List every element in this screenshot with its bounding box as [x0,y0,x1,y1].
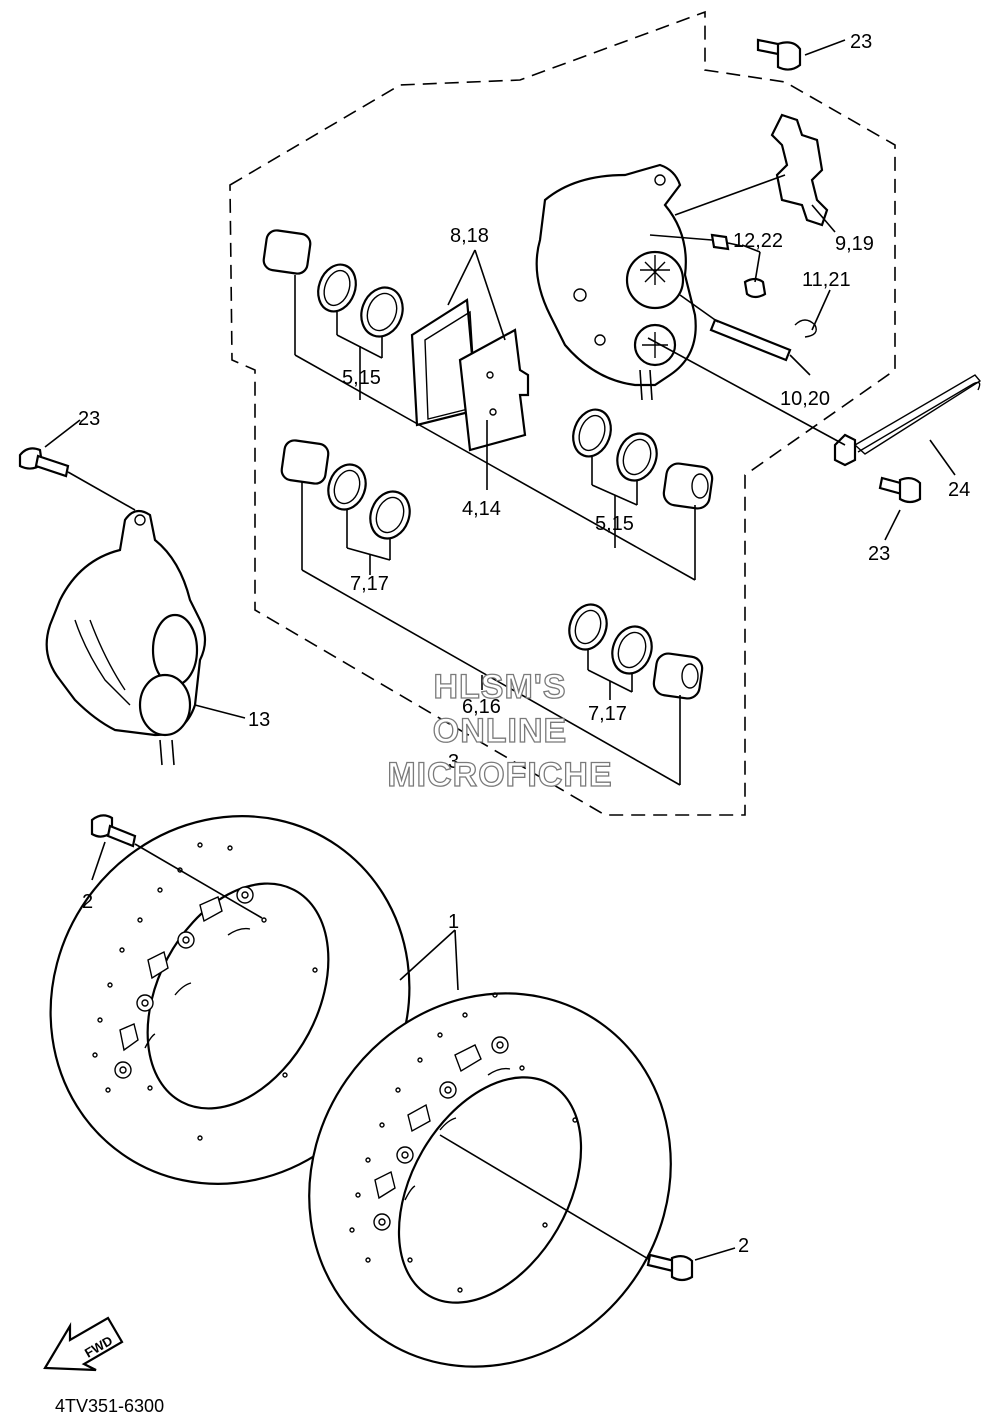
callout-5-15-mid: 5,15 [595,513,634,535]
watermark-line-1: HLSM'S [433,668,566,706]
seal-mid-left-b [369,490,411,540]
callout-23-left: 23 [78,408,100,430]
callout-2-right: 2 [738,1235,749,1257]
bleed-cap [743,277,767,299]
fwd-arrow-icon: FWD [43,1316,124,1372]
watermark-line-3: MICROFICHE [387,756,612,794]
seal-top-left-b [360,286,404,338]
brake-pad-rear [458,328,530,452]
disc-bolt-left [90,814,137,848]
callout-3: 3 [448,751,459,773]
callout-5-15-top: 5,15 [342,367,381,389]
pad-pin [709,318,792,362]
callout-13: 13 [248,709,270,731]
diagram-code: 4TV351-6300 [55,1396,164,1416]
hose-bracket [833,374,982,467]
piston-mid-right [662,462,714,510]
seal-mid-right-a [572,408,612,458]
callout-9-19: 9,19 [835,233,874,255]
callout-12-22: 12,22 [733,230,783,252]
bolt-23-left [18,447,70,478]
bleed-screw [710,233,743,251]
piston-mid-left [280,439,330,485]
callout-24: 24 [948,479,970,501]
seal-bottom-right-a [568,603,608,651]
callout-10-20: 10,20 [780,388,830,410]
pad-spring [770,113,829,227]
callout-2-left: 2 [82,891,93,913]
callout-11-21: 11,21 [802,269,851,291]
bolt-23-top [756,38,802,71]
callout-6-16: 6,16 [462,696,501,718]
seal-mid-left-a [327,463,367,511]
callout-23-top: 23 [850,31,872,53]
callout-7-17-right: 7,17 [588,703,627,725]
piston-top-left [262,229,312,275]
callout-1: 1 [448,911,459,933]
watermark-line-2: ONLINE [433,712,567,750]
callout-4-14: 4,14 [462,498,501,520]
disc-bolt-right [646,1253,694,1282]
piston-bottom-right [652,652,704,700]
bolt-23-right [878,476,922,504]
callout-8-18: 8,18 [450,225,489,247]
callout-7-17-left: 7,17 [350,573,389,595]
brake-caliper-right [535,163,697,401]
brake-disc-right [308,992,672,1368]
seal-top-left-a [317,263,357,313]
brake-caliper-left [45,509,207,766]
caliper-assembly-boundary [229,10,896,816]
seal-mid-right-b [616,432,658,482]
seal-bottom-right-b [611,625,653,675]
leader-lines [44,39,956,1261]
callout-23-right: 23 [868,543,890,565]
brake-disc-left [49,815,411,1185]
